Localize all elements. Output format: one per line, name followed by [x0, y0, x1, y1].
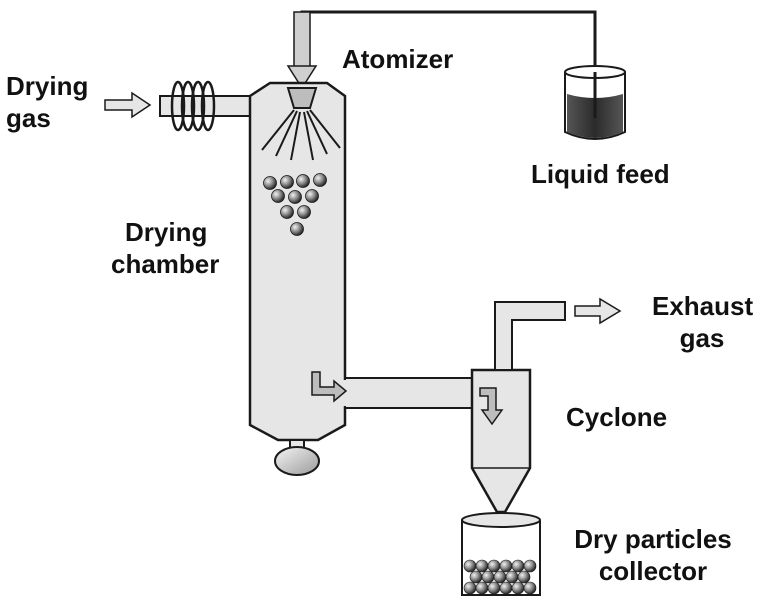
- cyclone-label: Cyclone: [566, 402, 668, 432]
- dry-particles-collector-label-line1: Dry particles: [574, 524, 732, 554]
- droplets: [263, 173, 327, 236]
- atomizer-down-arrow: [286, 11, 318, 90]
- drying-gas-label: Drying gas: [6, 70, 88, 134]
- atomizer-label: Atomizer: [342, 44, 454, 74]
- collected-particles: [463, 559, 537, 595]
- drying-gas-inlet-arrow: [104, 91, 152, 119]
- spray-lines: [261, 109, 341, 161]
- exhaust-pipe: [494, 301, 566, 371]
- exhaust-gas-arrow: [574, 297, 622, 325]
- chamber-outflow-arrow: [311, 371, 348, 403]
- drying-chamber-label-line2: chamber: [111, 249, 220, 279]
- atomizer-nozzle: [286, 87, 318, 109]
- dry-particles-collector-label-line2: collector: [598, 556, 708, 586]
- drying-gas-label-line2: gas: [6, 103, 51, 133]
- liquid-feed-container: [564, 65, 626, 140]
- heater-coil: [170, 80, 216, 132]
- dry-particles-collector-label: Dry particles collector: [563, 523, 743, 587]
- drying-chamber: [248, 81, 347, 442]
- exhaust-gas-label-line1: Exhaust: [652, 291, 754, 321]
- transfer-duct: [343, 377, 476, 409]
- exhaust-gas-label-line2: gas: [679, 323, 725, 353]
- drying-chamber-label-line1: Drying: [125, 217, 208, 247]
- chamber-bottom-outlet: [274, 439, 320, 476]
- cyclone-swirl-arrow: [479, 387, 504, 426]
- drying-gas-label-line1: Drying: [6, 71, 89, 101]
- liquid-feed-label: Liquid feed: [531, 159, 670, 189]
- cyclone: [470, 368, 532, 514]
- exhaust-gas-label: Exhaust gas: [652, 290, 754, 354]
- inlet-duct: [159, 95, 253, 117]
- drying-chamber-label: Drying chamber: [111, 216, 219, 280]
